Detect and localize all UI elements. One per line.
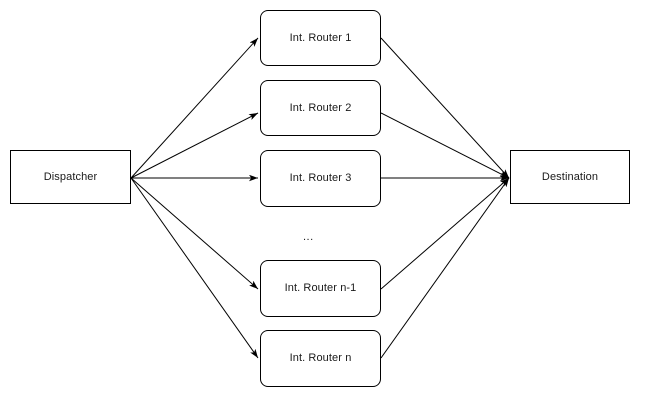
edge-dispatcher-to-router-1 — [130, 37, 259, 179]
edge-dispatcher-to-router-n — [130, 177, 259, 359]
node-router-1[interactable]: Int. Router 1 — [260, 10, 381, 66]
node-router-n-1[interactable]: Int. Router n-1 — [260, 260, 381, 317]
node-router-n[interactable]: Int. Router n — [260, 330, 381, 387]
node-dispatcher-label: Dispatcher — [43, 170, 98, 183]
node-router-2[interactable]: Int. Router 2 — [260, 80, 381, 136]
node-router-n-1-label: Int. Router n-1 — [284, 282, 357, 294]
node-destination-label: Destination — [541, 170, 599, 183]
edge-router-n-to-destination — [380, 177, 510, 359]
edge-router-2-to-destination — [380, 112, 510, 179]
edge-router-1-to-destination — [380, 37, 510, 179]
edge-dispatcher-to-router-n-1 — [130, 177, 259, 290]
node-router-3-label: Int. Router 3 — [289, 172, 352, 184]
node-destination[interactable]: Destination — [510, 150, 630, 204]
edges-dispatcher-to-routers — [130, 37, 259, 359]
edge-router-n-1-to-destination — [380, 177, 510, 290]
edge-dispatcher-to-router-2 — [130, 112, 259, 179]
node-router-2-label: Int. Router 2 — [289, 101, 352, 114]
routers-ellipsis: ... — [303, 231, 314, 243]
node-router-n-label: Int. Router n — [289, 352, 352, 364]
node-dispatcher[interactable]: Dispatcher — [10, 150, 131, 204]
node-router-3[interactable]: Int. Router 3 — [260, 150, 381, 207]
node-router-1-label: Int. Router 1 — [289, 31, 352, 44]
edges-routers-to-destination — [380, 37, 510, 359]
